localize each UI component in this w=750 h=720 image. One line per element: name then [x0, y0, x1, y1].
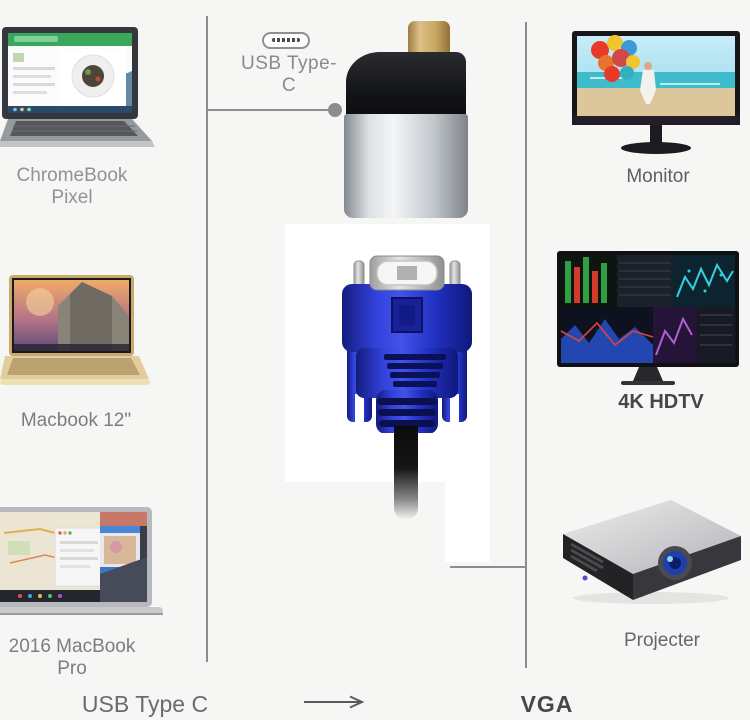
chromebook-pixel-label: ChromeBook Pixel	[16, 165, 128, 208]
usb-c-plug-image	[408, 21, 450, 58]
right-arrow-icon	[304, 695, 365, 709]
usb-c-connector-icon	[262, 32, 310, 49]
adapter-silver-body-image	[344, 114, 468, 218]
vga-connector-image	[342, 255, 472, 433]
vga-cable-image	[394, 426, 418, 520]
footer-vga-label: VGA	[520, 691, 574, 717]
4k-hdtv-image	[557, 251, 739, 385]
adapter-branch-line	[207, 109, 331, 111]
branch-endpoint-dot	[328, 103, 342, 117]
projector-image	[563, 500, 741, 604]
footer-usb-type-c-label: USB Type C	[81, 691, 209, 717]
vga-branch-line	[450, 566, 527, 568]
vga-photo-backdrop-patch	[445, 482, 490, 562]
usb-c-pins-icon	[272, 38, 300, 42]
4k-hdtv-label: 4K HDTV	[618, 391, 704, 413]
chromebook-pixel-image	[0, 27, 155, 147]
monitor-label: Monitor	[626, 166, 690, 187]
monitor-image	[572, 31, 740, 154]
usb-c-port-label: USB Type-C	[240, 53, 338, 96]
projector-label: Projecter	[623, 630, 701, 651]
macbook-12-image	[0, 275, 150, 385]
right-connector-line	[525, 22, 527, 668]
adapter-black-shell-image	[346, 52, 466, 116]
macbook-12-label: Macbook 12"	[20, 410, 132, 431]
macbook-pro-image	[0, 507, 163, 615]
macbook-pro-label: 2016 MacBook Pro	[8, 636, 136, 679]
left-connector-line	[206, 16, 208, 662]
